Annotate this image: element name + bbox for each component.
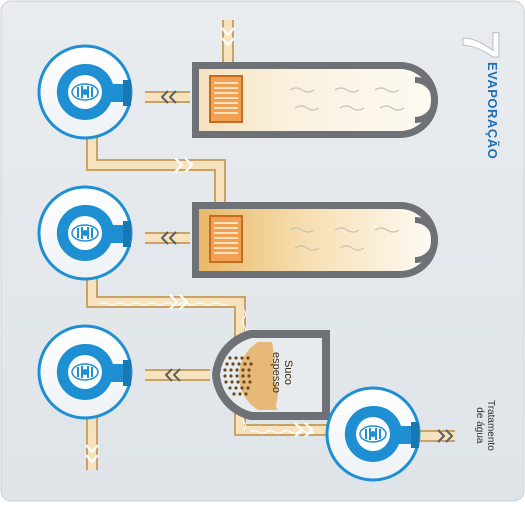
step-number: 7 <box>451 31 509 60</box>
evaporator-tank-2 <box>192 202 438 278</box>
water-treatment-line-2: de água <box>474 407 485 444</box>
pump-4 <box>325 386 421 482</box>
evaporator-tank-1 <box>192 62 438 138</box>
thick-juice-label: Suco espesso <box>270 352 294 393</box>
pump-3 <box>37 324 133 420</box>
pipes <box>86 20 455 470</box>
step-number-badge: 7 <box>451 30 510 60</box>
water-treatment-line-1: Tratamento <box>485 400 496 451</box>
thick-juice-line-1: Suco <box>282 359 294 386</box>
return-arrows <box>161 90 453 443</box>
pump-1 <box>37 44 133 140</box>
step-title: EVAPORAÇÃO <box>485 62 500 160</box>
thick-juice-line-2: espesso <box>270 352 282 393</box>
concentrate-tank <box>212 330 330 420</box>
flow-arrows <box>85 27 314 464</box>
pump-2 <box>37 185 133 281</box>
water-treatment-label: Tratamento de água <box>474 400 496 451</box>
spray-nozzle-dots <box>223 356 253 396</box>
